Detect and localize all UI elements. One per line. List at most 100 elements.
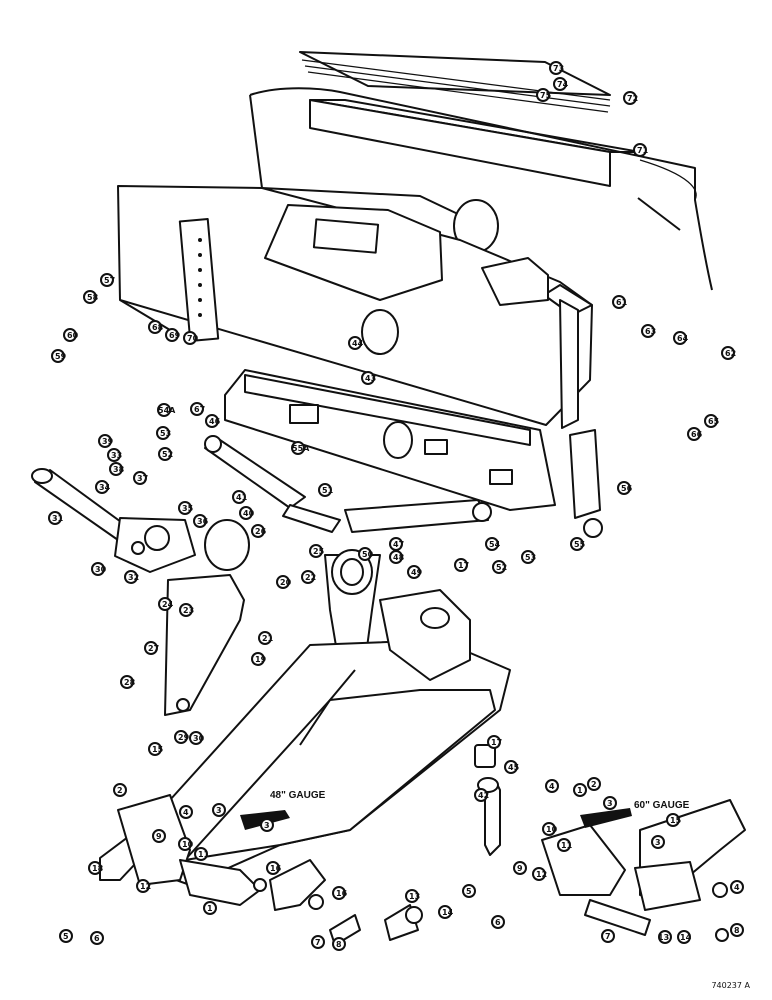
svg-text:13: 13 xyxy=(409,892,420,901)
svg-text:16: 16 xyxy=(336,889,348,898)
svg-text:75: 75 xyxy=(540,91,552,100)
svg-text:16: 16 xyxy=(270,864,282,873)
svg-text:61: 61 xyxy=(616,298,628,307)
hydraulic-cylinders xyxy=(204,429,603,538)
svg-text:4: 4 xyxy=(734,883,740,892)
svg-text:50: 50 xyxy=(362,550,374,559)
svg-text:30: 30 xyxy=(95,565,107,574)
svg-text:21: 21 xyxy=(262,634,274,643)
svg-text:12: 12 xyxy=(536,870,547,879)
svg-text:56: 56 xyxy=(621,484,633,493)
svg-text:22: 22 xyxy=(305,573,316,582)
svg-text:9: 9 xyxy=(517,864,523,873)
svg-text:52: 52 xyxy=(496,563,507,572)
svg-text:17: 17 xyxy=(458,561,469,570)
svg-text:72: 72 xyxy=(627,94,638,103)
svg-text:27: 27 xyxy=(148,644,159,653)
svg-text:74: 74 xyxy=(557,80,569,89)
svg-text:66: 66 xyxy=(691,430,703,439)
svg-text:26: 26 xyxy=(255,527,267,536)
svg-text:34: 34 xyxy=(99,483,111,492)
gauge-60-label: 60" GAUGE xyxy=(634,800,690,811)
svg-text:3: 3 xyxy=(655,838,661,847)
svg-text:69: 69 xyxy=(169,331,181,340)
svg-text:35: 35 xyxy=(182,504,194,513)
svg-text:51: 51 xyxy=(322,486,334,495)
svg-text:10: 10 xyxy=(546,825,558,834)
control-valve xyxy=(31,468,196,573)
svg-text:58: 58 xyxy=(87,293,99,302)
svg-text:54A: 54A xyxy=(158,406,176,415)
svg-text:1: 1 xyxy=(577,786,583,795)
svg-text:53: 53 xyxy=(525,553,536,562)
svg-text:31: 31 xyxy=(52,514,64,523)
svg-text:39: 39 xyxy=(102,437,114,446)
svg-text:59: 59 xyxy=(55,352,67,361)
svg-text:44: 44 xyxy=(352,339,364,348)
svg-text:32: 32 xyxy=(128,573,139,582)
svg-text:30: 30 xyxy=(193,734,205,743)
svg-text:40: 40 xyxy=(243,509,255,518)
svg-text:10: 10 xyxy=(182,840,194,849)
svg-text:42: 42 xyxy=(478,791,489,800)
svg-text:38: 38 xyxy=(113,465,125,474)
svg-text:43: 43 xyxy=(365,374,376,383)
svg-text:5: 5 xyxy=(63,932,69,941)
push-frame-bar xyxy=(224,369,556,511)
svg-text:8: 8 xyxy=(336,940,342,949)
svg-text:19: 19 xyxy=(255,655,267,664)
svg-text:4: 4 xyxy=(183,808,189,817)
svg-text:54: 54 xyxy=(489,540,501,549)
svg-text:15: 15 xyxy=(152,745,164,754)
svg-text:36: 36 xyxy=(197,517,209,526)
svg-text:33: 33 xyxy=(111,451,122,460)
svg-text:4: 4 xyxy=(549,782,555,791)
svg-text:25: 25 xyxy=(313,547,325,556)
svg-text:12: 12 xyxy=(140,882,151,891)
svg-text:71: 71 xyxy=(637,146,649,155)
svg-text:7: 7 xyxy=(605,932,611,941)
svg-text:49: 49 xyxy=(411,568,423,577)
svg-text:41: 41 xyxy=(236,493,248,502)
document-number: 740237 A xyxy=(711,981,750,990)
svg-text:2: 2 xyxy=(591,780,597,789)
svg-text:55A: 55A xyxy=(292,444,310,453)
svg-text:48: 48 xyxy=(393,553,405,562)
svg-text:3: 3 xyxy=(216,806,222,815)
part-callouts: 73 74 75 72 71 61 63 64 62 65 66 56 57 5… xyxy=(48,61,744,951)
svg-text:15: 15 xyxy=(670,816,682,825)
svg-text:24: 24 xyxy=(162,600,174,609)
svg-text:20: 20 xyxy=(280,578,292,587)
svg-text:64: 64 xyxy=(677,334,689,343)
svg-text:45: 45 xyxy=(508,763,520,772)
svg-text:46: 46 xyxy=(209,417,221,426)
pivot-post xyxy=(324,549,381,701)
svg-text:23: 23 xyxy=(183,606,194,615)
svg-text:53: 53 xyxy=(160,429,171,438)
svg-text:73: 73 xyxy=(553,64,564,73)
svg-text:18: 18 xyxy=(92,864,104,873)
svg-text:5: 5 xyxy=(466,887,472,896)
svg-text:70: 70 xyxy=(187,334,199,343)
svg-text:47: 47 xyxy=(393,540,404,549)
svg-text:2: 2 xyxy=(117,786,123,795)
svg-text:11: 11 xyxy=(198,850,210,859)
svg-text:63: 63 xyxy=(645,327,656,336)
svg-text:1: 1 xyxy=(207,904,213,913)
svg-text:52: 52 xyxy=(162,450,173,459)
moldboard xyxy=(117,185,593,429)
svg-text:14: 14 xyxy=(442,908,454,917)
svg-text:60: 60 xyxy=(67,331,79,340)
svg-text:3: 3 xyxy=(607,799,613,808)
svg-text:8: 8 xyxy=(734,926,740,935)
svg-text:6: 6 xyxy=(495,918,501,927)
svg-text:62: 62 xyxy=(725,349,736,358)
svg-text:67: 67 xyxy=(194,405,205,414)
svg-text:13: 13 xyxy=(658,933,669,942)
gauge-60-assembly xyxy=(541,799,746,942)
gauge-48-label: 48" GAUGE xyxy=(270,790,326,801)
svg-text:9: 9 xyxy=(156,832,162,841)
svg-text:57: 57 xyxy=(104,276,115,285)
